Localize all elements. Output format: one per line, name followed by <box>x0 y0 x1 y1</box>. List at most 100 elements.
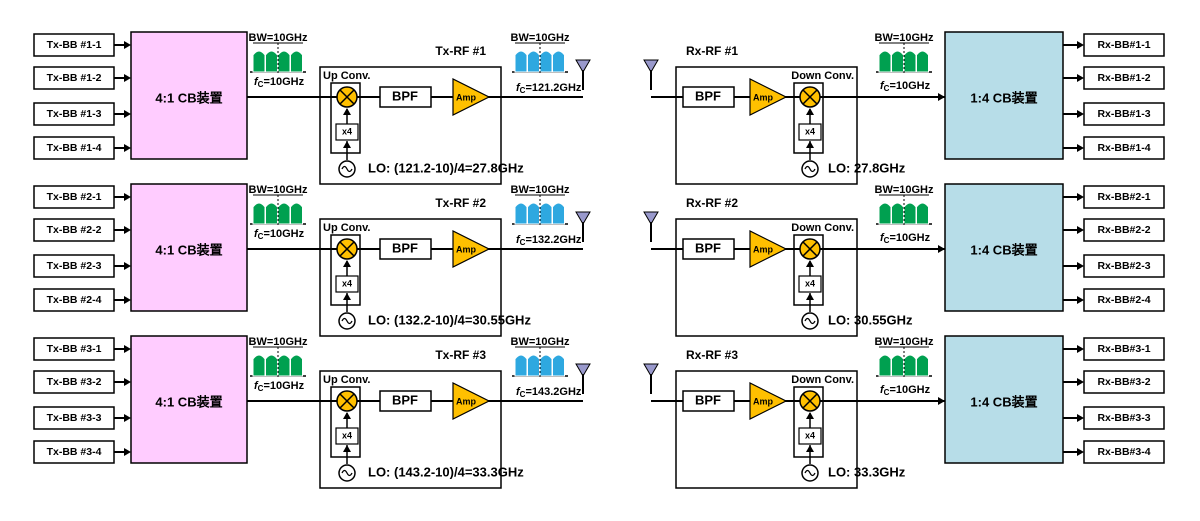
arrowhead-right-icon <box>124 110 131 118</box>
amplifier-label: Amp <box>456 244 477 254</box>
amplifier-triangle <box>749 230 788 268</box>
antenna-head <box>643 211 659 225</box>
sine-wave <box>341 165 353 173</box>
antenna-head <box>575 59 591 73</box>
subband-icon <box>916 202 929 225</box>
subband-icon <box>290 50 303 73</box>
antenna-head <box>575 363 591 377</box>
arrowhead-up-icon <box>806 108 814 115</box>
rx-bb-output-label: Rx-BB#3-3 <box>1097 412 1150 424</box>
arrowhead-right-icon <box>1077 448 1084 456</box>
subband-icon <box>916 354 929 377</box>
center-frequency-label: fC=10GHz <box>880 80 931 93</box>
subband-icon <box>903 202 917 225</box>
tx-chain: Tx-BB #2-1Tx-BB #2-2Tx-BB #2-3Tx-BB #2-4… <box>33 183 591 337</box>
baseband-spectrum <box>250 194 306 226</box>
tx-bb-input-label: Tx-BB #1-2 <box>47 72 102 84</box>
amplifier-icon: Amp <box>452 382 491 420</box>
sine-wave <box>804 317 816 325</box>
subband-icon <box>916 50 929 73</box>
antenna-icon <box>643 59 659 90</box>
subband-icon <box>514 50 528 73</box>
arrowhead-right-icon <box>938 245 945 253</box>
rx-rf-module <box>675 218 858 337</box>
arrowhead-right-icon <box>1077 144 1084 152</box>
amplifier-triangle <box>452 382 491 420</box>
fc-symbol: f <box>254 76 259 88</box>
multiplier-label: x4 <box>342 278 352 288</box>
fc-subscript: C <box>520 390 526 399</box>
subband-icon <box>552 202 565 225</box>
subband-icon <box>527 202 540 225</box>
amplifier-triangle <box>452 230 491 268</box>
bandwidth-label: BW=10GHz <box>875 336 934 348</box>
tx-bb-input-label: Tx-BB #3-2 <box>47 376 102 388</box>
amplifier-icon: Amp <box>749 78 788 116</box>
rx-bb-output-label: Rx-BB#3-1 <box>1097 343 1150 355</box>
antenna-icon <box>575 363 591 394</box>
bandwidth-label: BW=10GHz <box>511 184 570 196</box>
fc-value: =10GHz <box>263 380 304 392</box>
rx-bb-output-box <box>1083 102 1165 126</box>
bandpass-filter-label: BPF <box>392 392 418 407</box>
baseband-spectrum <box>250 42 306 74</box>
arrowhead-right-icon <box>124 193 131 201</box>
sine-wave <box>341 469 353 477</box>
mixer-icon <box>799 238 821 260</box>
subband-icon <box>539 354 553 377</box>
rx-bb-output-label: Rx-BB#1-1 <box>1097 39 1150 51</box>
rx-rf-module <box>675 66 858 185</box>
bandwidth-label: BW=10GHz <box>511 336 570 348</box>
arrowhead-up-icon <box>343 445 351 452</box>
tx-bb-input-label: Tx-BB #1-1 <box>47 39 102 51</box>
bandpass-filter-label: BPF <box>695 240 721 255</box>
center-frequency-label: fC=10GHz <box>254 228 305 241</box>
tx-rf-title: Tx-RF #2 <box>435 196 486 210</box>
mixer-icon <box>336 390 358 412</box>
fc-subscript: C <box>884 84 890 93</box>
converter-label: Down Conv. <box>791 222 854 234</box>
converter-label: Up Conv. <box>323 222 370 234</box>
arrowhead-right-icon <box>124 345 131 353</box>
mixer-cross <box>802 89 818 105</box>
subband-icon <box>514 354 528 377</box>
center-frequency-label: fC=132.2GHz <box>516 234 582 247</box>
subband-icon <box>527 50 540 73</box>
mixer-cross <box>339 241 355 257</box>
rx-bb-output-label: Rx-BB#2-2 <box>1097 224 1150 236</box>
bandwidth-label: BW=10GHz <box>511 32 570 44</box>
subband-icon <box>290 354 303 377</box>
tx-bb-input-label: Tx-BB #1-4 <box>47 142 102 154</box>
arrowhead-up-icon <box>806 141 814 148</box>
antenna-icon <box>643 211 659 242</box>
arrowhead-right-icon <box>1077 226 1084 234</box>
arrowhead-right-icon <box>1077 296 1084 304</box>
converter-inner-box <box>793 234 824 306</box>
tx-bb-input-label: Tx-BB #3-1 <box>47 343 102 355</box>
subband-icon <box>290 202 303 225</box>
bandpass-filter-label: BPF <box>392 88 418 103</box>
converter-inner-box <box>793 386 824 458</box>
amplifier-label: Amp <box>753 396 774 406</box>
rx-bb-output-box <box>1083 288 1165 312</box>
fc-subscript: C <box>884 388 890 397</box>
fc-value: =10GHz <box>889 232 930 244</box>
multiplier-label: x4 <box>342 126 352 136</box>
oscillator-icon <box>801 464 819 482</box>
tx-bb-input-label: Tx-BB #3-3 <box>47 412 102 424</box>
subband-icon <box>903 50 917 73</box>
rx-bb-output-box <box>1083 254 1165 278</box>
tx-bb-input-label: Tx-BB #2-2 <box>47 224 102 236</box>
converter-inner-box <box>330 234 361 306</box>
tx-cb-device <box>130 31 248 160</box>
antenna-icon <box>575 59 591 90</box>
tx-rf-module <box>319 218 502 337</box>
tx-bb-input-label: Tx-BB #2-4 <box>47 294 102 306</box>
rx-rf-title: Rx-RF #1 <box>686 44 738 58</box>
converter-label: Up Conv. <box>323 374 370 386</box>
amplifier-label: Amp <box>753 92 774 102</box>
arrowhead-right-icon <box>124 296 131 304</box>
fc-subscript: C <box>520 238 526 247</box>
tx-chain: Tx-BB #1-1Tx-BB #1-2Tx-BB #1-3Tx-BB #1-4… <box>33 31 591 185</box>
